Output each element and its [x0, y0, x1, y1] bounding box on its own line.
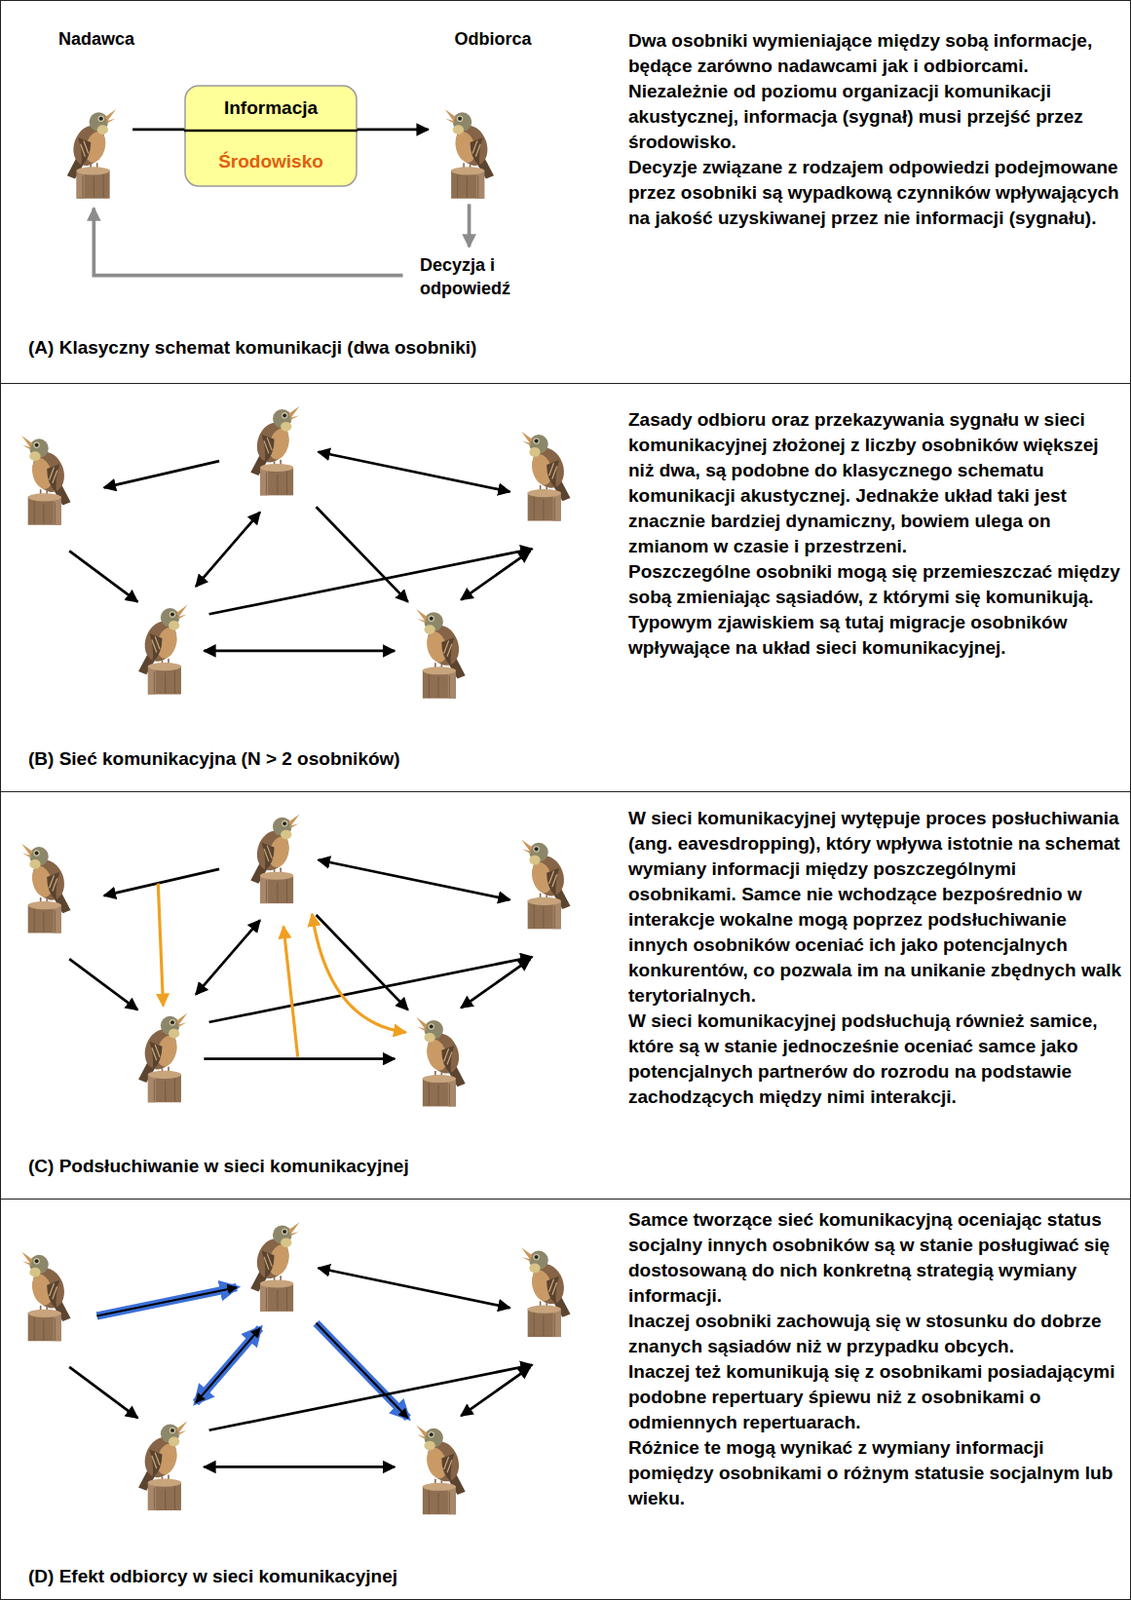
response-label: Decyzja i odpowiedź — [419, 253, 532, 301]
receiver-arrow — [316, 1322, 409, 1418]
bird-on-post — [415, 1017, 465, 1107]
description-block: Dwa osobniki wymieniające między sobą in… — [628, 28, 1128, 231]
eavesdrop-arrow — [283, 926, 299, 1057]
signal-arrow — [318, 860, 511, 901]
signal-arrow — [316, 914, 409, 1010]
illustration — [21, 109, 570, 1514]
bird-on-post — [138, 604, 188, 695]
signal-arrow — [318, 1267, 511, 1308]
bird-on-post — [21, 435, 71, 526]
feedback-arrow — [93, 208, 403, 276]
signal-arrow — [460, 550, 530, 600]
description-text: W sieci komunikacyjnej podsłuchują równi… — [628, 1008, 1128, 1110]
panel-band: Zasady odbioru oraz przekazywania sygnał… — [0, 382, 1131, 792]
box-heading: Informacja — [184, 96, 358, 120]
signal-arrow — [69, 550, 138, 602]
description-text: W sieci komunikacyjnej wytępuje proces p… — [628, 805, 1128, 1009]
bird-on-post — [521, 839, 570, 930]
signal-arrow — [104, 460, 220, 488]
description-text: Typowym zjawiskiem są tutaj migracje oso… — [628, 609, 1128, 661]
bird-on-post — [445, 109, 494, 199]
bird-on-post — [138, 1420, 188, 1510]
signal-arrow — [69, 1366, 138, 1418]
signal-arrow — [96, 1286, 236, 1316]
bird-on-post — [415, 1425, 465, 1515]
signal-arrow — [318, 452, 511, 492]
description-text: Dwa osobniki wymieniające między sobą in… — [628, 28, 1128, 79]
role-label: Odbiorca — [453, 27, 531, 51]
description-block: W sieci komunikacyjnej wytępuje proces p… — [628, 805, 1128, 1110]
signal-arrow — [195, 1327, 261, 1402]
bird-on-post — [250, 813, 300, 904]
signal-arrow — [316, 1322, 409, 1418]
signal-arrow — [209, 548, 533, 614]
eavesdrop-arrow — [157, 883, 163, 1007]
bird-on-post — [67, 109, 116, 199]
bird-on-post — [21, 843, 71, 934]
description-text: Poszczególne osobniki mogą się przemiesz… — [628, 559, 1128, 610]
bird-on-post — [521, 1246, 570, 1337]
description-text: Niezależnie od poziomu organizacji komun… — [628, 78, 1128, 155]
signal-arrow — [316, 506, 409, 602]
bird-on-post — [21, 1251, 71, 1342]
description-text: Inaczej też komunikują się z osobnikami … — [628, 1358, 1128, 1435]
panel-caption: (C) Podsłuchiwanie w sieci komunikacyjne… — [28, 1154, 410, 1178]
panel-band: Dwa osobniki wymieniające między sobą in… — [0, 0, 1131, 384]
description-block: Samce tworzące sieć komunikacyjną ocenia… — [628, 1206, 1128, 1511]
signal-arrow — [104, 868, 220, 896]
eavesdrop-arrow — [311, 913, 406, 1032]
panel-caption: (D) Efekt odbiorcy w sieci komunikacyjne… — [28, 1564, 398, 1588]
description-text: Zasady odbioru oraz przekazywania sygnał… — [628, 407, 1128, 560]
signal-arrow — [69, 958, 138, 1010]
receiver-arrow — [195, 1327, 261, 1402]
role-label: Nadawca — [58, 27, 135, 51]
bird-on-post — [521, 431, 570, 522]
receiver-arrow — [96, 1286, 236, 1316]
signal-arrow — [209, 1364, 533, 1431]
signal-arrow — [203, 1056, 395, 1060]
description-text: Decyzje związane z rodzajem odpowiedzi p… — [628, 154, 1128, 231]
signal-arrow — [184, 129, 358, 133]
signal-arrow — [460, 1366, 530, 1416]
signal-arrow — [209, 956, 533, 1022]
panel-caption: (B) Sieć komunikacyjna (N > 2 osobników) — [28, 747, 401, 771]
panel-band: Samce tworzące sieć komunikacyjną ocenia… — [0, 1198, 1131, 1600]
bird-on-post — [250, 1221, 300, 1312]
bird-on-post — [415, 608, 465, 699]
panel-band: W sieci komunikacyjnej wytępuje proces p… — [0, 791, 1131, 1200]
box-fill — [185, 85, 357, 187]
box-subtext: Środowisko — [184, 150, 358, 174]
signal-arrow — [195, 512, 261, 587]
description-block: Zasady odbioru oraz przekazywania sygnał… — [628, 407, 1128, 661]
signal-arrow — [195, 919, 261, 994]
description-text: Samce tworzące sieć komunikacyjną ocenia… — [628, 1206, 1128, 1309]
panel-caption: (A) Klasyczny schemat komunikacji (dwa o… — [28, 336, 477, 360]
environment-box: InformacjaŚrodowisko — [184, 84, 358, 188]
bird-on-post — [250, 406, 300, 496]
feedback-arrow — [467, 203, 472, 247]
bird-on-post — [138, 1013, 188, 1103]
description-text: Różnice te mogą wynikać z wymiany inform… — [628, 1434, 1128, 1511]
description-text: Inaczej osobniki zachowują się w stosunk… — [628, 1308, 1128, 1359]
signal-arrow — [203, 1465, 395, 1469]
signal-arrow — [203, 649, 395, 653]
signal-arrow — [460, 958, 530, 1008]
